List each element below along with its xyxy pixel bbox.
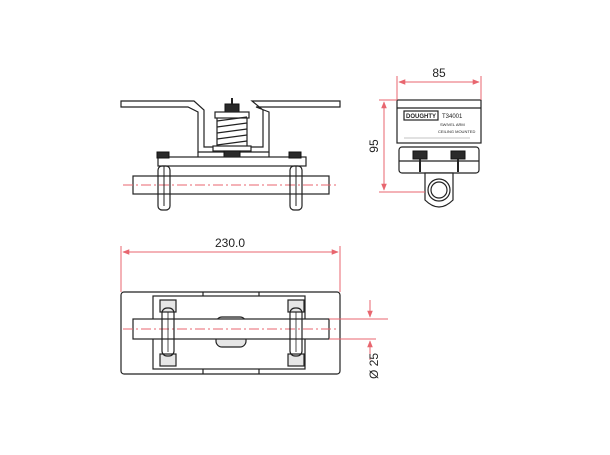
clamp-bar — [157, 156, 307, 167]
ceiling-bracket — [120, 100, 341, 153]
height-label: 95 — [367, 139, 381, 153]
plate-code: T34001 — [442, 114, 463, 120]
right-u-bolt — [288, 151, 303, 211]
plate-line2: CEILING MOUNTED — [438, 129, 475, 134]
dimension-width: 85 — [396, 66, 482, 100]
dimension-diameter: Ø 25 — [329, 300, 388, 379]
top-nut — [224, 103, 240, 113]
dimension-height: 95 — [367, 99, 425, 193]
diameter-label: Ø 25 — [367, 353, 381, 379]
plate-line1: SWIVEL ARM — [440, 122, 465, 127]
brand-box — [403, 110, 439, 121]
length-label: 230.0 — [215, 236, 245, 250]
side-view: DOUGHTY T34001 SWIVEL ARM CEILING MOUNTE… — [396, 99, 482, 208]
spring-assembly — [212, 98, 252, 158]
width-label: 85 — [432, 66, 446, 80]
plate-brand: DOUGHTY — [406, 114, 436, 120]
dimension-length: 230.0 — [120, 236, 341, 292]
front-view — [120, 98, 341, 211]
clamp-body — [396, 99, 482, 144]
left-u-bolt — [156, 151, 171, 211]
clamp-base — [398, 146, 480, 174]
top-view — [120, 291, 341, 375]
